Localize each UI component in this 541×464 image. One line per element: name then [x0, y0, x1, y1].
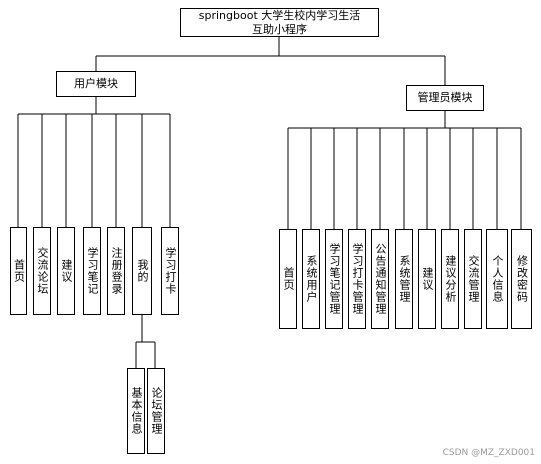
admin-node-label: 建议分析: [444, 255, 457, 303]
admin-node-change-password: 修改密码: [511, 229, 532, 329]
user-node-label: 交流论坛: [36, 247, 49, 295]
user-node-label: 注册登录: [110, 247, 123, 295]
admin-node-label: 学习打卡管理: [351, 243, 364, 315]
admin-node-study-notes-management: 学习笔记管理: [325, 229, 343, 329]
admin-node-notice-management: 公告通知管理: [371, 229, 389, 329]
mine-node-basic-info: 基本信息: [127, 368, 145, 454]
admin-node-personal-info: 个人信息: [486, 229, 508, 329]
admin-node-label: 系统用户: [305, 255, 318, 303]
user-module-node: 用户模块: [56, 71, 136, 97]
admin-node-label: 交流管理: [467, 255, 480, 303]
user-node-home: 首页: [10, 227, 27, 315]
watermark: CSDN @MZ_ZXD001: [442, 448, 535, 458]
user-node-suggestion: 建议: [57, 227, 75, 315]
user-node-label: 学习打卡: [164, 247, 177, 295]
user-module-label: 用户模块: [74, 77, 118, 90]
root-title-line1: springboot 大学生校内学习生活: [198, 8, 361, 22]
user-node-label: 学习笔记: [86, 247, 99, 295]
admin-node-label: 建议: [421, 267, 434, 291]
user-node-forum: 交流论坛: [33, 227, 51, 315]
user-node-study-checkin: 学习打卡: [161, 227, 179, 315]
user-node-label: 我的: [136, 259, 149, 283]
user-node-label: 建议: [60, 259, 73, 283]
admin-node-suggestion-analysis: 建议分析: [441, 229, 459, 329]
admin-node-home: 首页: [279, 229, 297, 329]
root-title-line2: 互助小程序: [252, 22, 307, 36]
user-node-register-login: 注册登录: [107, 227, 125, 315]
admin-node-checkin-management: 学习打卡管理: [348, 229, 366, 329]
admin-module-node: 管理员模块: [406, 85, 484, 111]
admin-node-label: 个人信息: [491, 255, 504, 303]
user-node-study-notes: 学习笔记: [83, 227, 101, 315]
root-node: springboot 大学生校内学习生活 互助小程序: [180, 8, 379, 37]
admin-node-label: 修改密码: [515, 255, 529, 303]
user-node-label: 首页: [12, 259, 26, 283]
mine-node-label: 论坛管理: [150, 387, 163, 435]
admin-node-system-users: 系统用户: [302, 229, 320, 329]
admin-node-label: 公告通知管理: [374, 243, 387, 315]
mine-node-forum-management: 论坛管理: [147, 368, 165, 454]
admin-node-label: 学习笔记管理: [328, 243, 341, 315]
admin-node-label: 系统管理: [398, 255, 411, 303]
admin-node-suggestion: 建议: [418, 229, 436, 329]
mine-node-label: 基本信息: [130, 387, 143, 435]
admin-node-label: 首页: [282, 267, 295, 291]
admin-node-system-management: 系统管理: [395, 229, 413, 329]
user-node-mine: 我的: [132, 227, 152, 315]
admin-node-exchange-management: 交流管理: [464, 229, 482, 329]
admin-module-label: 管理员模块: [417, 91, 473, 104]
